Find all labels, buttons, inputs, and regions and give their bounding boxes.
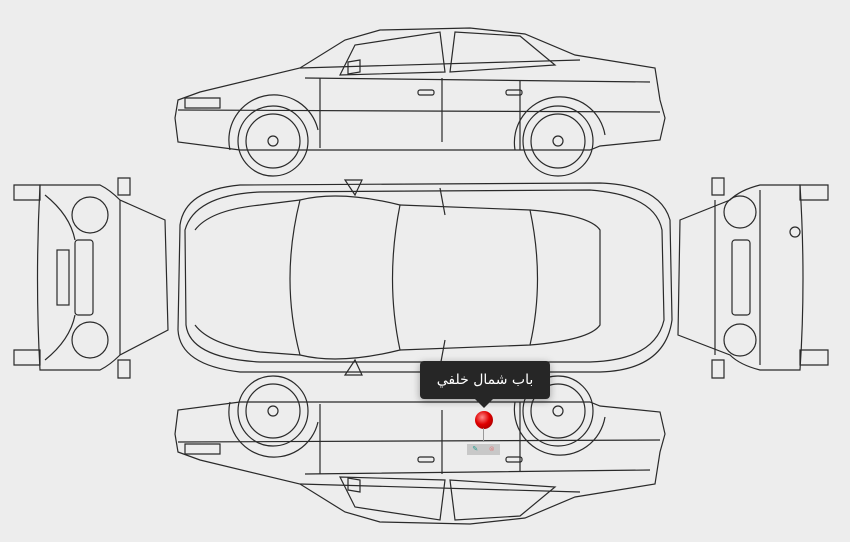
tooltip-label: باب شمال خلفي: [436, 372, 534, 388]
marker-actions: ✎ ⊗: [467, 444, 500, 455]
damage-marker-tooltip: باب شمال خلفي: [420, 361, 550, 408]
edit-icon[interactable]: ✎: [472, 445, 479, 453]
front-view[interactable]: [13, 177, 169, 379]
side-view-right[interactable]: [174, 375, 666, 525]
delete-icon[interactable]: ⊗: [488, 445, 495, 453]
top-view[interactable]: [177, 179, 673, 376]
damage-marker-pin[interactable]: [475, 411, 493, 429]
side-view-left[interactable]: [174, 27, 666, 177]
rear-view[interactable]: [677, 177, 829, 379]
pin-stick: [483, 428, 484, 442]
